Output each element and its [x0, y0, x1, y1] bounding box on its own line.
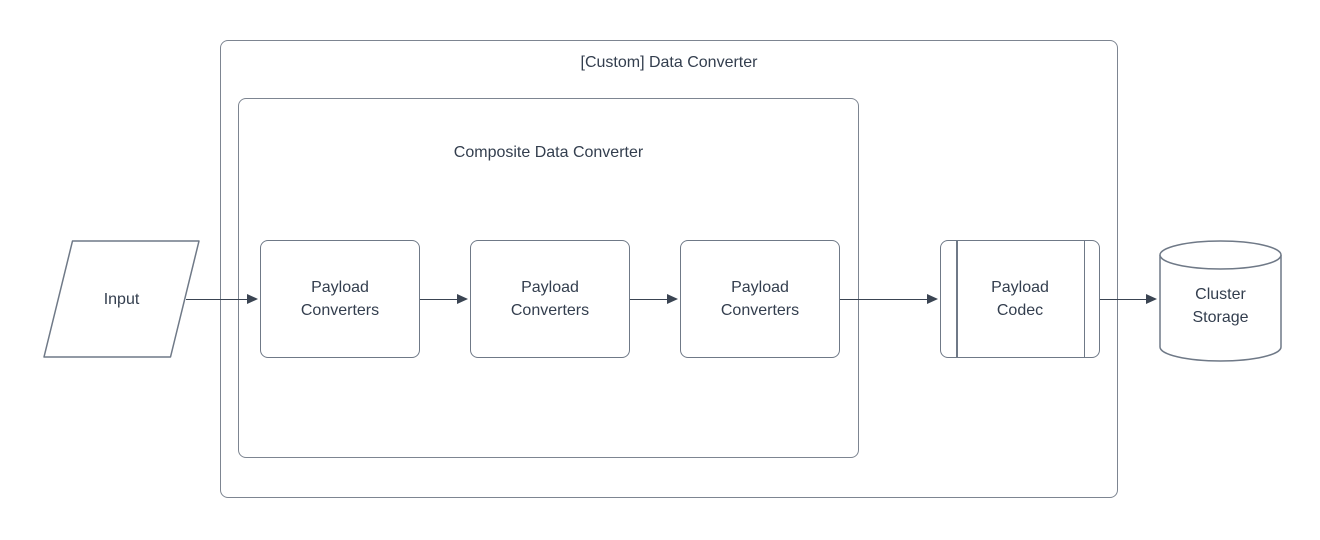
input-node: Input: [43, 240, 200, 358]
arrow-pc3-to-codec: [840, 292, 938, 306]
arrow-shaft: [420, 298, 457, 300]
arrow-shaft: [1100, 298, 1146, 300]
payload-converters-label-3: Payload Converters: [720, 279, 800, 319]
composite-data-converter-label: Composite Data Converter: [453, 144, 644, 161]
codec-right-bar: [1083, 241, 1085, 357]
cluster-storage-node: Cluster Storage: [1159, 240, 1282, 362]
composite-data-converter-container: Composite Data Converter: [238, 98, 859, 458]
arrow-shaft: [840, 298, 927, 300]
input-node-label: Input: [103, 290, 140, 308]
arrowhead-icon: [247, 294, 258, 304]
payload-converters-node-3: Payload Converters: [680, 240, 840, 358]
arrow-shaft: [630, 298, 667, 300]
payload-converters-label-1: Payload Converters: [300, 279, 380, 319]
cylinder-shape: [1159, 240, 1282, 362]
payload-converters-node-2: Payload Converters: [470, 240, 630, 358]
custom-data-converter-label: [Custom] Data Converter: [580, 54, 758, 71]
payload-converters-label-2: Payload Converters: [510, 279, 590, 319]
cluster-storage-label: Cluster Storage: [1192, 286, 1249, 326]
arrowhead-icon: [1146, 294, 1157, 304]
payload-converters-node-1: Payload Converters: [260, 240, 420, 358]
arrow-pc2-to-pc3: [630, 292, 678, 306]
custom-data-converter-container: [Custom] Data Converter: [220, 40, 1118, 498]
arrow-pc1-to-pc2: [420, 292, 468, 306]
payload-codec-label: Payload Codec: [991, 279, 1049, 319]
arrowhead-icon: [927, 294, 938, 304]
payload-codec-node: Payload Codec: [940, 240, 1100, 358]
arrowhead-icon: [667, 294, 678, 304]
arrowhead-icon: [457, 294, 468, 304]
arrow-shaft: [186, 298, 247, 300]
codec-left-bar: [956, 241, 958, 357]
arrow-codec-to-storage: [1100, 292, 1157, 306]
arrow-input-to-pc1: [186, 292, 258, 306]
parallelogram-shape: [43, 240, 200, 358]
